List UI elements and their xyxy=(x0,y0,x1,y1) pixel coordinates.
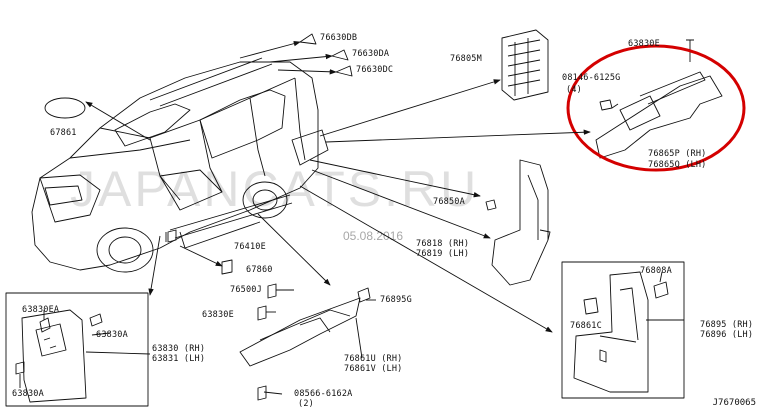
part-76500j-illustration xyxy=(267,283,277,299)
part-76850a-illustration xyxy=(485,199,497,211)
part-76630db-illustration xyxy=(299,33,317,45)
label-76410e: 76410E xyxy=(234,242,266,252)
label-76896: 76896 (LH) xyxy=(700,330,754,340)
label-63830ea: 63830EA xyxy=(22,305,60,315)
label-76850a: 76850A xyxy=(433,197,465,207)
label-63830e-top: 63830E xyxy=(628,39,660,49)
label-76865q: 76865Q (LH) xyxy=(648,160,707,170)
label-63831: 63831 (LH) xyxy=(152,354,206,364)
label-67861: 67861 xyxy=(50,128,77,138)
leader-lines xyxy=(19,41,684,395)
part-76818-illustration xyxy=(491,159,551,286)
label-76630db: 76630DB xyxy=(320,33,358,43)
label-76808a: 76808A xyxy=(640,266,672,276)
highlight-circle xyxy=(566,44,746,172)
label-08566-qty: (2) xyxy=(298,399,314,409)
left-detail-box xyxy=(5,292,149,407)
label-08566-6162a: 08566-6162A xyxy=(294,389,353,399)
label-08146-qty: (4) xyxy=(566,85,582,95)
part-76805m-illustration xyxy=(501,29,549,101)
label-76630da: 76630DA xyxy=(352,49,390,59)
label-63830: 63830 (RH) xyxy=(152,344,206,354)
part-63830-illustration xyxy=(15,309,103,403)
right-detail-box xyxy=(561,261,685,399)
part-08566-illustration xyxy=(257,385,267,401)
watermark: JAPANCATS.RU xyxy=(70,161,480,217)
part-63830e-illustration xyxy=(257,305,267,321)
label-76805m: 76805M xyxy=(450,54,482,64)
part-67861-illustration xyxy=(44,97,86,119)
date-stamp: 05.08.2016 xyxy=(343,229,404,243)
label-76819: 76819 (LH) xyxy=(416,249,470,259)
label-63830e: 63830E xyxy=(202,310,234,320)
label-76865p: 76865P (RH) xyxy=(648,149,707,159)
part-76410e-illustration xyxy=(167,229,177,243)
label-76861c: 76861C xyxy=(570,321,602,331)
label-08146-6125g: 08146-6125G xyxy=(562,73,621,83)
label-76861v: 76861V (LH) xyxy=(344,364,403,374)
label-63830a-right: 63830A xyxy=(96,330,128,340)
label-67860: 67860 xyxy=(246,265,273,275)
label-76500j: 76500J xyxy=(230,285,262,295)
label-76895g: 76895G xyxy=(380,295,412,305)
label-76630dc: 76630DC xyxy=(356,65,394,75)
label-76861u: 76861U (RH) xyxy=(344,354,403,364)
label-76818: 76818 (RH) xyxy=(416,239,470,249)
diagram-code: J7670065 xyxy=(712,398,756,408)
part-76630dc-illustration xyxy=(335,65,353,77)
label-76895: 76895 (RH) xyxy=(700,320,754,330)
part-76895-illustration xyxy=(573,271,669,393)
label-63830a-bottom: 63830A xyxy=(12,389,44,399)
part-76865-illustration xyxy=(595,39,723,159)
part-76861u-illustration xyxy=(239,297,361,367)
part-76630da-illustration xyxy=(331,49,349,61)
part-67860-illustration xyxy=(221,259,233,275)
